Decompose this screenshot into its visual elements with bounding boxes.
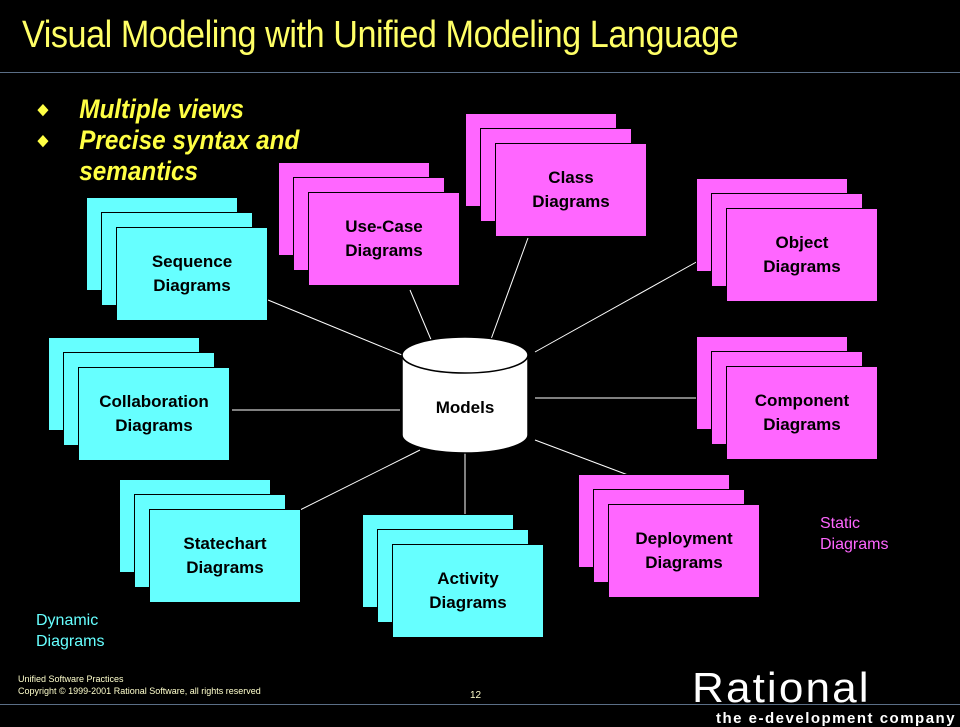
bullet-text: Multiple views — [79, 94, 244, 124]
bullet-item: ◆ Multiple views — [36, 94, 299, 125]
legend-line: Diagrams — [820, 536, 889, 553]
models-label: Models — [435, 398, 495, 417]
legend-line: Static — [820, 515, 861, 532]
connector-use-case — [409, 289, 433, 343]
connector-statechart — [289, 449, 421, 516]
static-diagrams-legend: Static Diagrams — [820, 513, 888, 555]
footer-line-1: Unified Software Practices — [18, 674, 124, 684]
diamond-bullet-icon: ◆ — [37, 132, 49, 149]
connector-deployment — [534, 439, 629, 476]
logo-wordmark: Rational — [692, 664, 871, 711]
footer-copyright: Copyright © 1999-2001 Rational Software,… — [18, 686, 261, 696]
models-cylinder — [401, 336, 529, 454]
bullet-text-line: Precise syntax and — [79, 125, 300, 155]
connector-object — [534, 259, 701, 353]
legend-line: Dynamic — [36, 612, 99, 629]
rational-logo: Rational the e-development company — [692, 667, 957, 727]
logo-tagline: the e-development company — [716, 710, 957, 727]
bullet-text: Precise syntax and semantics — [79, 125, 299, 186]
bullet-text-line: semantics — [79, 156, 199, 186]
page-number: 12 — [470, 690, 482, 701]
slide-title: Visual Modeling with Unified Modeling La… — [22, 14, 739, 56]
diamond-bullet-icon: ◆ — [37, 101, 49, 118]
connector-sequence — [267, 299, 403, 356]
title-rule — [0, 72, 960, 73]
footer-rule — [0, 704, 960, 705]
bullet-list: ◆ Multiple views ◆ Precise syntax and se… — [36, 94, 329, 187]
dynamic-diagrams-legend: Dynamic Diagrams — [36, 610, 104, 652]
footer-text: Unified Software Practices Copyright © 1… — [18, 673, 261, 697]
connector-class — [489, 237, 529, 343]
legend-line: Diagrams — [36, 633, 105, 650]
bullet-item: ◆ Precise syntax and semantics — [36, 125, 300, 187]
